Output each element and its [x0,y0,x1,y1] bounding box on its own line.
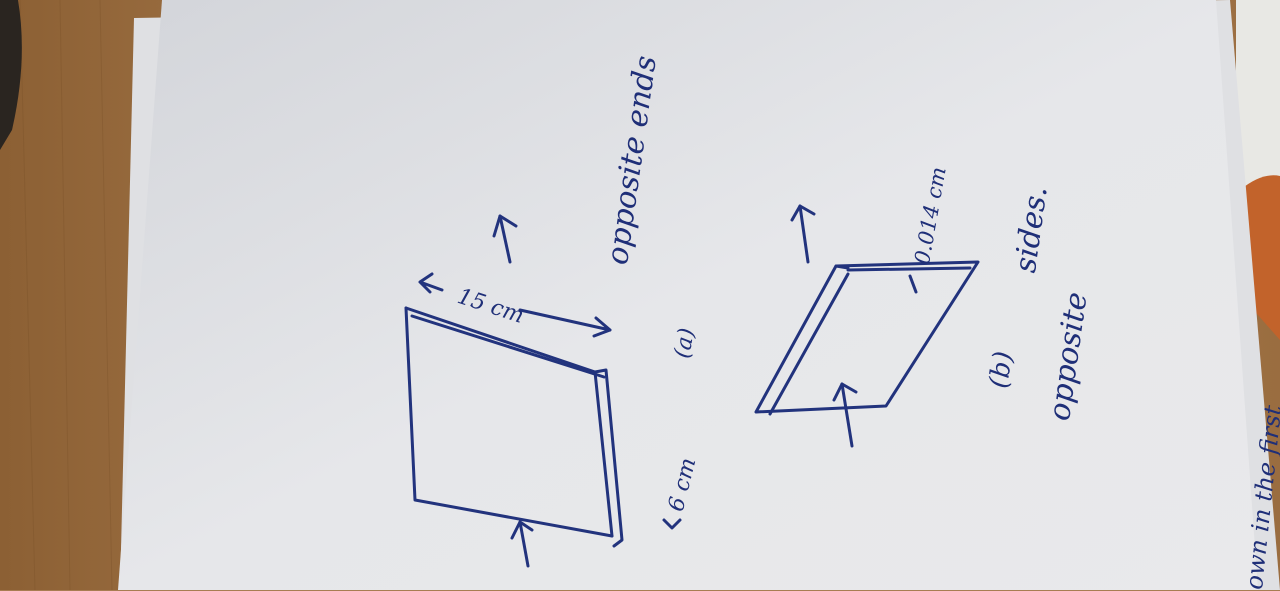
figure-a-label: (a) [670,326,700,361]
figure-b-label: (b) [984,349,1019,391]
figure-a-slab [404,214,682,568]
figure-b-sheet [754,204,980,448]
wood-grain [19,0,113,590]
dark-object [0,0,22,150]
paper-sheet [118,0,1258,590]
